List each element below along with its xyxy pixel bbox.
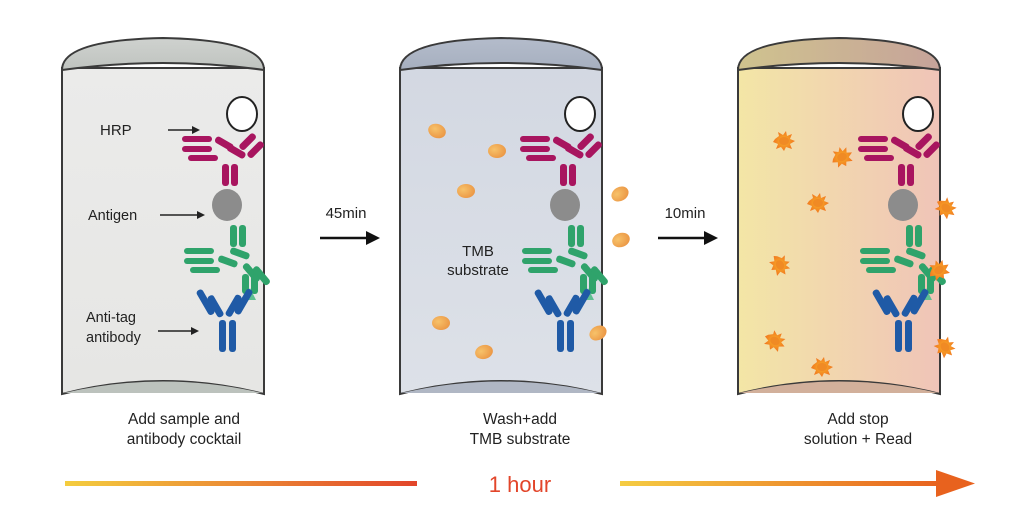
well-1-bottom <box>64 381 262 393</box>
anti-tag-pointer-arrow <box>158 327 199 335</box>
tmb-droplet <box>610 230 632 250</box>
hrp-label: HRP <box>100 122 132 139</box>
timeline-bar-right <box>620 481 940 486</box>
well-1: HRP Antigen Anti-tag antibody <box>60 36 273 396</box>
step-2-caption-line1: Wash+add <box>483 411 557 428</box>
step-arrow-1: 45min <box>320 205 380 245</box>
hrp-pointer-arrow <box>168 126 200 134</box>
well-3-bottom <box>740 381 938 393</box>
antigen-pointer-arrow <box>160 211 205 219</box>
tmb-label-line2: substrate <box>447 262 509 279</box>
step-3-caption-line2: solution + Read <box>804 431 912 448</box>
well-2-cap <box>398 36 604 72</box>
step-2-caption-line2: TMB substrate <box>470 431 571 448</box>
step-arrow-2: 10min <box>658 205 718 245</box>
step-1-caption-line1: Add sample and <box>128 411 240 428</box>
step-arrow-1-time: 45min <box>326 205 367 222</box>
timeline-arrowhead <box>936 470 975 497</box>
well-2: TMB substrate <box>398 36 632 396</box>
well-1-cap <box>60 36 266 72</box>
tmb-droplet <box>488 144 506 158</box>
antigen-label: Antigen <box>88 208 137 224</box>
tmb-droplet <box>432 316 450 330</box>
well-2-bottom <box>402 381 600 393</box>
tmb-droplet <box>608 183 632 205</box>
step-1-caption-line2: antibody cocktail <box>127 431 242 448</box>
step-arrow-2-time: 10min <box>665 205 706 222</box>
step-3-caption-line1: Add stop <box>827 411 888 428</box>
tmb-droplet <box>457 184 475 198</box>
tmb-label-line1: TMB <box>462 243 494 260</box>
timeline-bar-left <box>65 481 417 486</box>
anti-tag-label-line1: Anti-tag <box>86 310 136 326</box>
timeline-label: 1 hour <box>489 472 551 497</box>
well-3 <box>736 36 961 396</box>
well-3-cap <box>736 36 942 72</box>
anti-tag-label-line2: antibody <box>86 330 142 346</box>
timeline: 1 hour <box>65 470 975 497</box>
